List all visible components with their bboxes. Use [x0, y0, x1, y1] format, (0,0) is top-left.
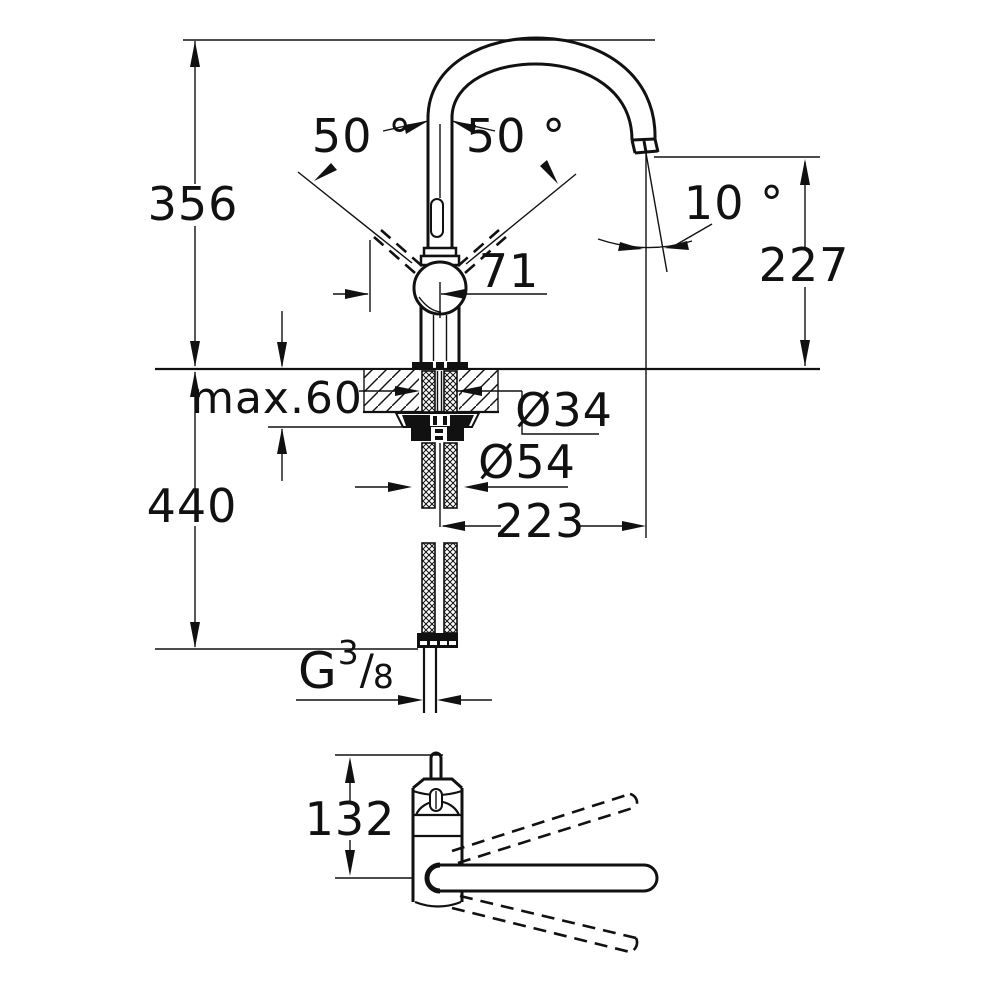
faucet-body [412, 306, 468, 369]
dim-total-height-label: 356 [148, 177, 239, 231]
supply-hoses [417, 370, 458, 713]
dim-spout-angle-label: 10 ° [684, 176, 784, 230]
dim-shank-diameter: Ø34 [359, 383, 613, 437]
dim-spout-outlet-height: 227 [654, 156, 850, 366]
dim-height-below-deck: 440 [147, 371, 418, 650]
dim-total-height: 356 [148, 39, 655, 367]
thread-slash: / [360, 645, 375, 694]
thread-numerator: 3 [338, 633, 360, 672]
thread-g: G [298, 642, 338, 700]
dim-supply-thread-label: G3/8 [298, 633, 395, 700]
lever-handle [419, 115, 461, 267]
dim-swivel-body-height: 132 [305, 754, 443, 879]
dim-spout-reach-label: 223 [495, 494, 586, 548]
dim-spout-height-label: 227 [759, 238, 850, 292]
dim-handle-angle-left-label: 50 ° [312, 109, 412, 163]
dim-base-diameter-label: Ø54 [478, 435, 576, 489]
spout-swivel-view: 132 [305, 751, 659, 954]
swivel-spout-solid [424, 862, 659, 894]
mounting-hardware [394, 412, 481, 441]
swivel-spout-dashed-upper [451, 792, 639, 865]
dim-handle-angle-right-label: 50 ° [466, 109, 566, 163]
dim-deck-thickness-label: max.60 [191, 373, 363, 424]
spout-arc [426, 36, 660, 155]
dim-handle-offset-label: 71 [479, 244, 540, 298]
dim-below-deck-label: 440 [147, 479, 238, 533]
dim-supply-thread: G3/8 [296, 633, 492, 705]
swivel-spout-dashed-lower [451, 894, 639, 954]
dim-handle-offset: 71 [333, 240, 547, 318]
thread-denominator: 8 [373, 657, 395, 696]
swivel-body [411, 751, 464, 908]
dim-spout-reach: 223 [441, 494, 646, 548]
outlet-angle-lines [597, 152, 713, 538]
dim-shank-diameter-label: Ø34 [515, 383, 613, 437]
dim-base-diameter: Ø54 [355, 435, 576, 492]
front-view: 356 440 max.60 Ø34 [147, 36, 850, 713]
handle-swing-range [297, 120, 577, 274]
dim-deck-thickness: max.60 [191, 311, 402, 481]
dim-swivel-body-height-label: 132 [305, 792, 396, 846]
